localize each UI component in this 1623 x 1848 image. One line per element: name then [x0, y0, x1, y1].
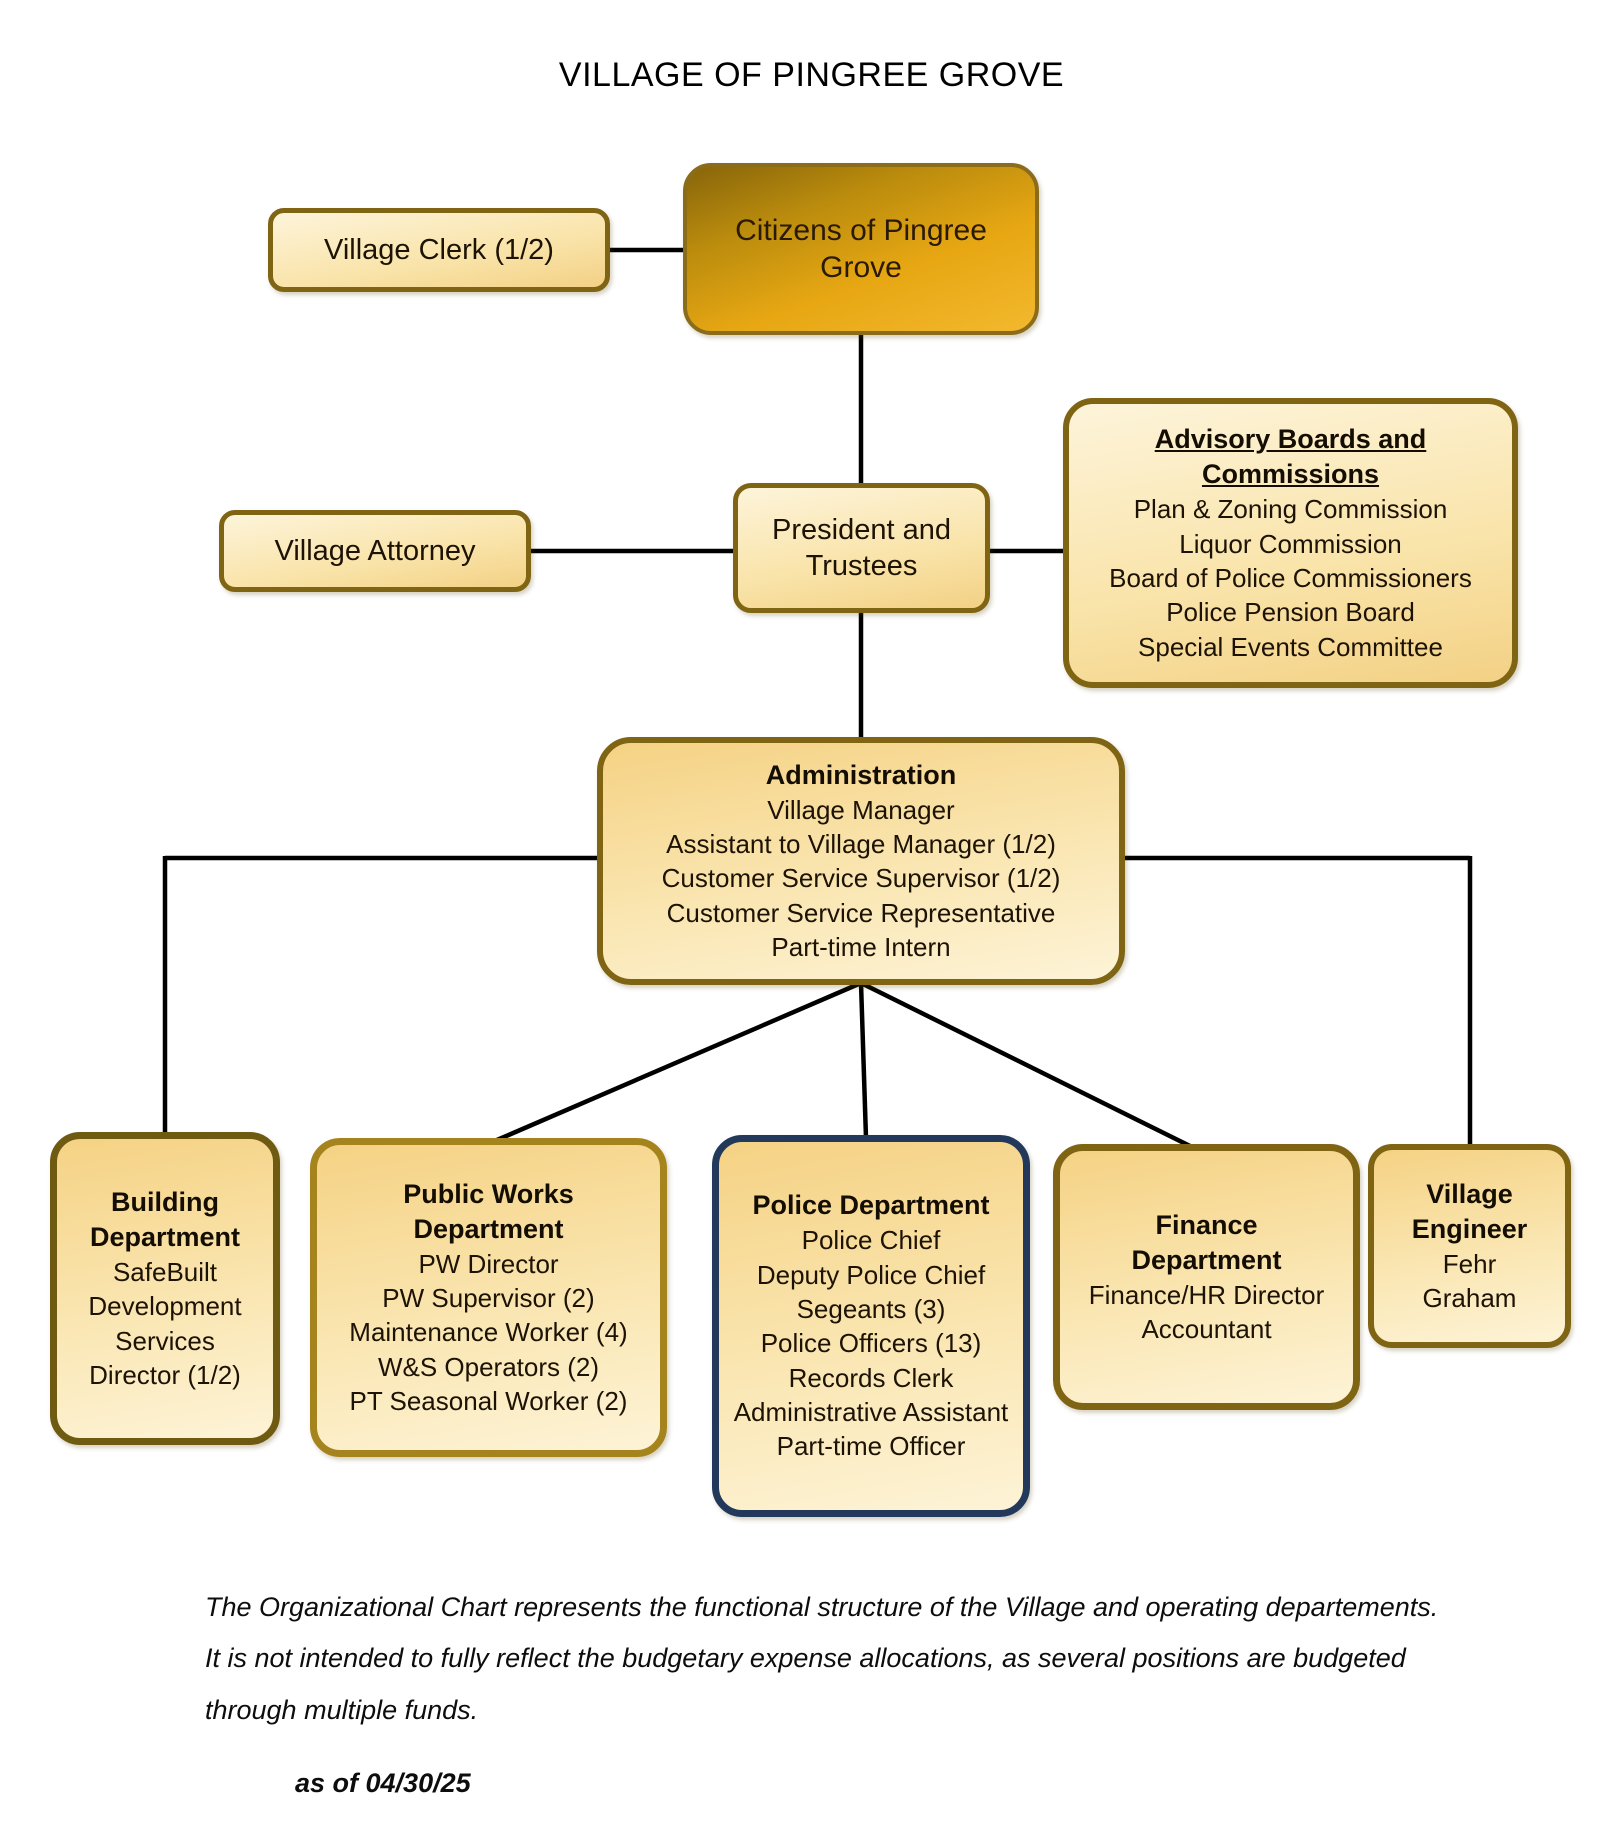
footer-disclaimer: The Organizational Chart represents the … [205, 1582, 1515, 1736]
police-member: Segeants (3) [796, 1294, 946, 1325]
node-citizens: Citizens of Pingree Grove [683, 163, 1039, 335]
node-village-attorney: Village Attorney [219, 510, 531, 592]
node-village-engineer: Village Engineer Fehr Graham [1368, 1144, 1571, 1348]
finance-member: Accountant [1141, 1314, 1272, 1345]
advisory-member: Special Events Committee [1138, 631, 1443, 662]
administration-member: Customer Service Representative [666, 897, 1056, 928]
node-building-department: Building Department SafeBuilt Developmen… [50, 1132, 280, 1445]
public-works-title: Public Works Department [403, 1178, 574, 1244]
finance-member: Finance/HR Director [1088, 1279, 1325, 1310]
advisory-member: Liquor Commission [1179, 528, 1402, 559]
public-works-member: PW Director [418, 1248, 559, 1279]
node-administration: Administration Village Manager Assistant… [597, 737, 1125, 985]
police-member: Police Officers (13) [760, 1328, 982, 1359]
public-works-member: PT Seasonal Worker (2) [349, 1386, 628, 1417]
administration-member: Assistant to Village Manager (1/2) [666, 829, 1056, 860]
advisory-member: Plan & Zoning Commission [1133, 494, 1448, 525]
police-member: Police Chief [801, 1225, 941, 1256]
finance-title: Finance Department [1131, 1209, 1282, 1275]
public-works-member: Maintenance Worker (4) [349, 1317, 628, 1348]
connector-admin-publicworks [496, 980, 862, 1143]
page-title: VILLAGE OF PINGREE GROVE [558, 56, 1065, 94]
node-president-trustees: President and Trustees [733, 483, 990, 613]
police-member: Records Clerk [788, 1362, 954, 1393]
node-finance-department: Finance Department Finance/HR Director A… [1053, 1144, 1360, 1410]
advisory-member: Board of Police Commissioners [1109, 562, 1472, 593]
village-engineer-member: Fehr Graham [1422, 1248, 1517, 1314]
village-attorney-label: Village Attorney [274, 534, 476, 567]
node-advisory-boards: Advisory Boards and Commissions Plan & Z… [1063, 398, 1518, 688]
public-works-member: W&S Operators (2) [377, 1351, 600, 1382]
president-trustees-label: President and Trustees [772, 513, 951, 582]
as-of-date: as of 04/30/25 [295, 1768, 471, 1798]
node-public-works-department: Public Works Department PW Director PW S… [310, 1138, 667, 1457]
administration-member: Customer Service Supervisor (1/2) [661, 863, 1061, 894]
footer-disclaimer-line: The Organizational Chart represents the … [205, 1592, 1439, 1622]
footer-disclaimer-line: It is not intended to fully reflect the … [205, 1643, 1406, 1674]
connector-admin-police [858, 982, 869, 1139]
node-village-clerk: Village Clerk (1/2) [268, 208, 610, 292]
police-member: Administrative Assistant [733, 1397, 1009, 1428]
citizens-label: Citizens of Pingree Grove [735, 213, 987, 285]
advisory-title: Advisory Boards and Commissions [1154, 424, 1427, 490]
advisory-member: Police Pension Board [1166, 597, 1415, 628]
police-member: Deputy Police Chief [756, 1259, 986, 1290]
police-title: Police Department [752, 1190, 990, 1221]
public-works-member: PW Supervisor (2) [382, 1283, 595, 1314]
administration-title: Administration [765, 759, 957, 790]
building-title: Building Department [89, 1186, 241, 1252]
administration-member: Part-time Intern [771, 932, 951, 963]
police-member: Part-time Officer [776, 1431, 966, 1462]
footer-disclaimer-line: through multiple funds. [205, 1694, 479, 1725]
node-police-department: Police Department Police Chief Deputy Po… [712, 1135, 1030, 1517]
connector-admin-finance [860, 980, 1193, 1150]
village-engineer-title: Village Engineer [1411, 1178, 1528, 1244]
village-clerk-label: Village Clerk (1/2) [324, 233, 554, 266]
administration-member: Village Manager [767, 794, 955, 825]
building-member: SafeBuilt Development Services Director … [88, 1256, 242, 1390]
